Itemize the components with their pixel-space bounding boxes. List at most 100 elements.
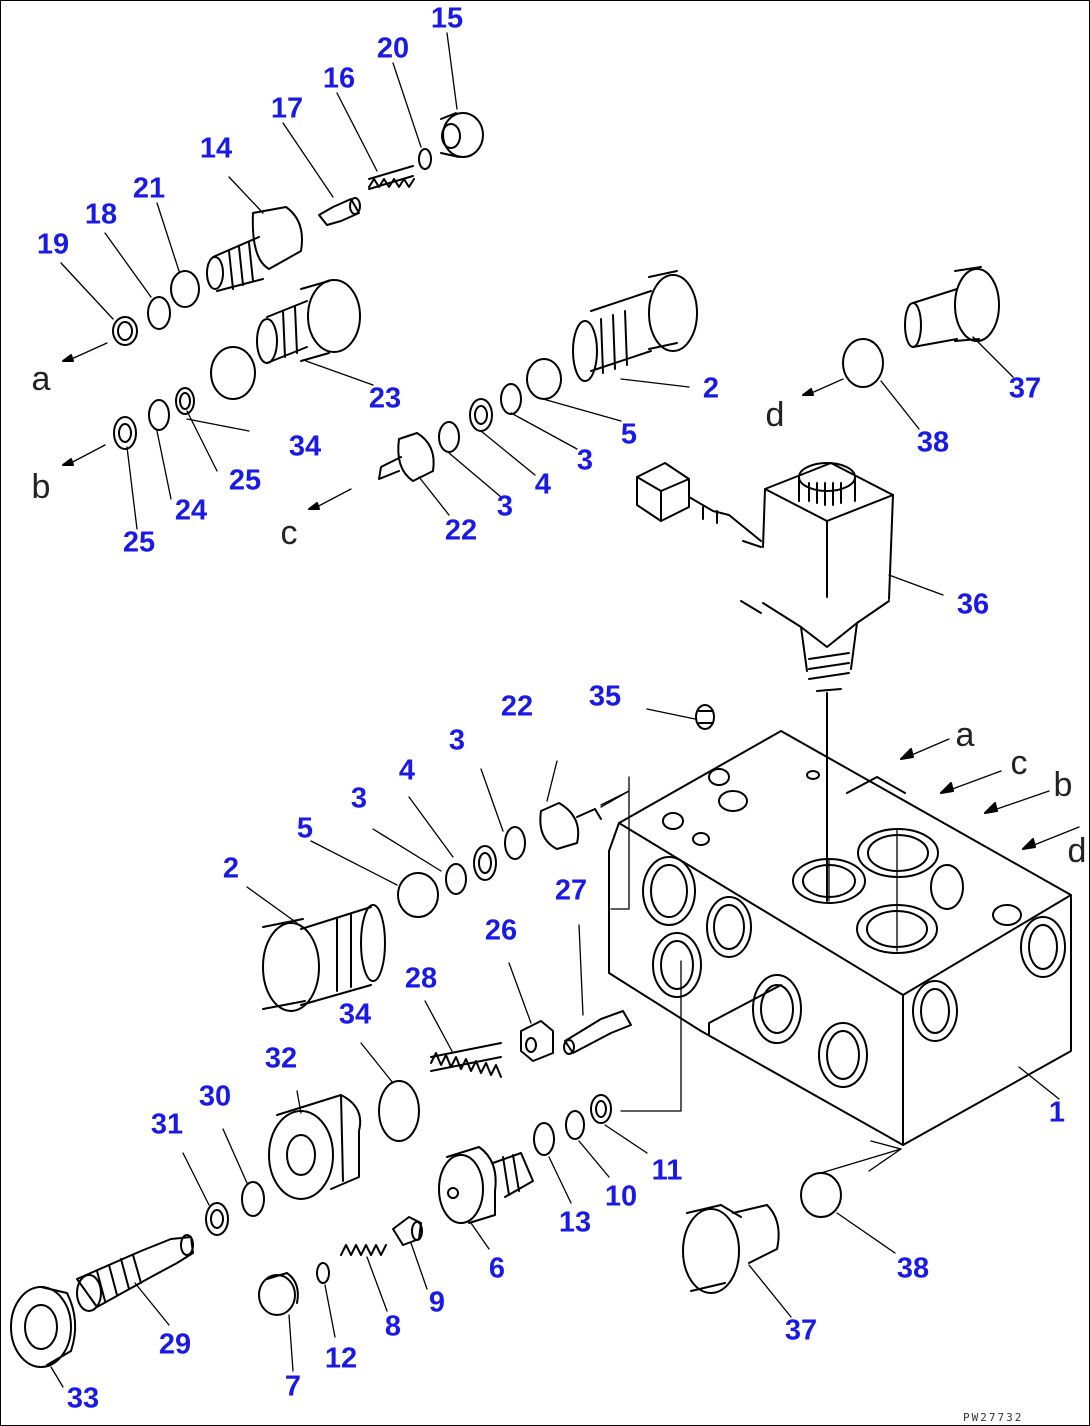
callout-19: 19 bbox=[36, 228, 70, 261]
callout-7: 7 bbox=[284, 1370, 302, 1403]
part-34-oring-lower bbox=[378, 1080, 420, 1142]
part-18-ring bbox=[147, 296, 171, 330]
part-3-ring-upper-a bbox=[500, 383, 522, 415]
part-35-plug bbox=[695, 704, 715, 730]
part-22-lower bbox=[539, 802, 602, 850]
part-8-spring bbox=[340, 1244, 387, 1256]
callout-27: 27 bbox=[554, 874, 588, 907]
part-6-valve-lower bbox=[438, 1146, 534, 1224]
callout-2: 2 bbox=[702, 372, 720, 405]
part-16-spring bbox=[368, 165, 415, 190]
callout-30: 30 bbox=[198, 1080, 232, 1113]
callout-1: 1 bbox=[1048, 1096, 1066, 1129]
part-28-spring bbox=[430, 1042, 502, 1078]
part-5-oring-lower bbox=[397, 872, 439, 918]
part-30-ring bbox=[241, 1181, 265, 1217]
connector-b-right: b bbox=[1053, 766, 1073, 804]
callout-29: 29 bbox=[158, 1328, 192, 1361]
callout-25: 25 bbox=[228, 464, 262, 497]
part-25-ring-a bbox=[175, 387, 195, 415]
part-3-ring-upper-b bbox=[438, 421, 460, 453]
callout-15: 15 bbox=[430, 2, 464, 35]
connector-d-right: d bbox=[1067, 832, 1087, 870]
part-38-oring-lower bbox=[800, 1172, 842, 1218]
part-2-lower bbox=[262, 904, 386, 1012]
connector-c-right: c bbox=[1010, 744, 1028, 782]
connector-plug bbox=[636, 462, 762, 542]
callout-9: 9 bbox=[428, 1286, 446, 1319]
callout-25: 25 bbox=[122, 526, 156, 559]
part-20-ring bbox=[418, 148, 432, 170]
part-7-cap bbox=[258, 1272, 299, 1316]
drawing-code: PW27732 bbox=[963, 1411, 1024, 1424]
callout-18: 18 bbox=[84, 198, 118, 231]
callout-3: 3 bbox=[576, 444, 594, 477]
callout-8: 8 bbox=[384, 1310, 402, 1343]
part-2-upper bbox=[572, 270, 698, 382]
part-15-cap bbox=[440, 112, 484, 158]
part-36-solenoid bbox=[740, 462, 894, 902]
part-14-valve-body bbox=[206, 206, 303, 292]
callout-26: 26 bbox=[484, 914, 518, 947]
part-1-valve-block bbox=[608, 730, 1072, 1146]
callout-3: 3 bbox=[496, 490, 514, 523]
part-12-ring bbox=[316, 1262, 330, 1284]
part-23-valve bbox=[256, 279, 361, 364]
callout-17: 17 bbox=[270, 92, 304, 125]
callout-24: 24 bbox=[174, 494, 208, 527]
part-32-body bbox=[268, 1094, 362, 1200]
callout-32: 32 bbox=[264, 1042, 298, 1075]
part-38-oring-upper bbox=[842, 338, 884, 388]
callout-33: 33 bbox=[66, 1382, 100, 1415]
connector-a-left: a bbox=[31, 360, 51, 398]
callout-4: 4 bbox=[398, 754, 416, 787]
callout-37: 37 bbox=[784, 1314, 818, 1347]
connector-d-left: d bbox=[765, 396, 785, 434]
part-4-ring-upper bbox=[469, 398, 493, 432]
connector-c-left: c bbox=[280, 514, 298, 552]
callout-2: 2 bbox=[222, 852, 240, 885]
callout-6: 6 bbox=[488, 1252, 506, 1285]
callout-3: 3 bbox=[448, 724, 466, 757]
part-5-oring-upper bbox=[526, 358, 562, 400]
part-33-nut bbox=[10, 1286, 77, 1368]
callout-34: 34 bbox=[338, 998, 372, 1031]
callout-13: 13 bbox=[558, 1206, 592, 1239]
callout-23: 23 bbox=[368, 382, 402, 415]
callout-31: 31 bbox=[150, 1108, 184, 1141]
callout-5: 5 bbox=[620, 418, 638, 451]
callout-36: 36 bbox=[956, 588, 990, 621]
part-37-plug-upper bbox=[904, 266, 1000, 348]
callout-3: 3 bbox=[350, 782, 368, 815]
part-17-poppet bbox=[318, 197, 361, 226]
callout-5: 5 bbox=[296, 812, 314, 845]
part-4-ring-lower bbox=[473, 845, 497, 881]
callout-4: 4 bbox=[534, 468, 552, 501]
part-22-upper bbox=[378, 432, 435, 482]
part-10-ring bbox=[565, 1110, 585, 1140]
callout-28: 28 bbox=[404, 962, 438, 995]
callout-34: 34 bbox=[288, 430, 322, 463]
callout-21: 21 bbox=[132, 172, 166, 205]
part-13-oring bbox=[533, 1122, 555, 1156]
part-37-plug-lower bbox=[682, 1204, 780, 1294]
connector-b-left: b bbox=[31, 468, 51, 506]
callout-10: 10 bbox=[604, 1180, 638, 1213]
connector-a-right: a bbox=[955, 716, 975, 754]
callout-38: 38 bbox=[916, 426, 950, 459]
callout-22: 22 bbox=[444, 514, 478, 547]
callout-12: 12 bbox=[324, 1342, 358, 1375]
callout-16: 16 bbox=[322, 62, 356, 95]
callout-35: 35 bbox=[588, 680, 622, 713]
part-34-oring bbox=[210, 346, 256, 400]
callout-38: 38 bbox=[896, 1252, 930, 1285]
callout-20: 20 bbox=[376, 32, 410, 65]
part-3-ring-lower-b bbox=[445, 863, 467, 895]
callout-37: 37 bbox=[1008, 372, 1042, 405]
part-11-ring bbox=[590, 1094, 612, 1124]
part-31-ring bbox=[205, 1202, 229, 1236]
callout-14: 14 bbox=[199, 132, 233, 165]
part-29-adjuster bbox=[76, 1234, 194, 1312]
part-19-ring bbox=[112, 316, 138, 346]
part-9-poppet bbox=[392, 1216, 423, 1246]
